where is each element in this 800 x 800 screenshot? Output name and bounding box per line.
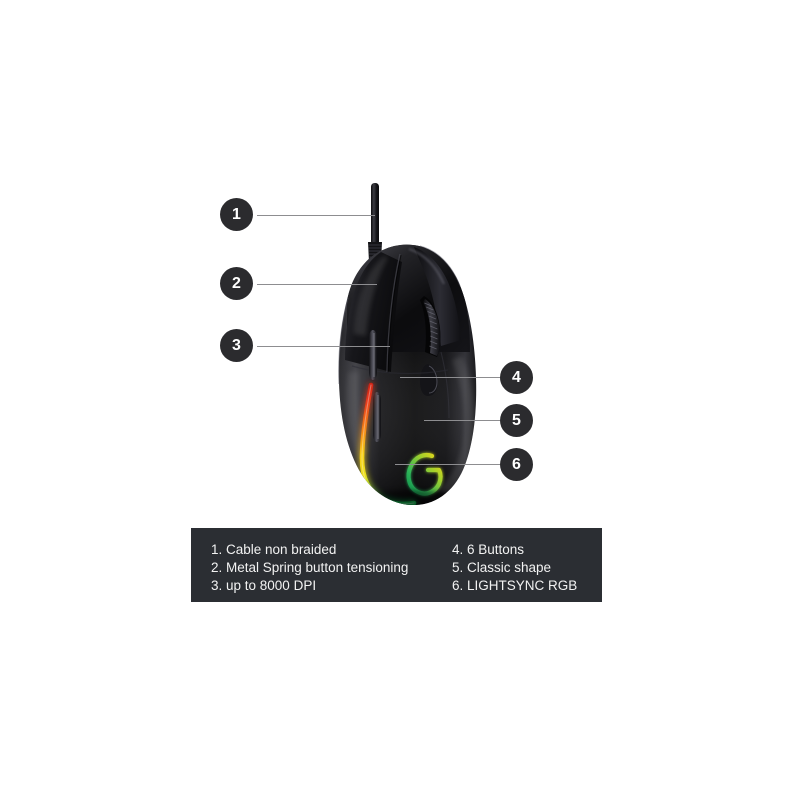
leader-line-6 (395, 464, 500, 465)
callout-badge-3[interactable]: 3 (220, 329, 253, 362)
leader-line-5 (424, 420, 500, 421)
legend-item-2: 2. Metal Spring button tensioning (211, 560, 409, 575)
legend-item-3: 3. up to 8000 DPI (211, 578, 317, 593)
leader-line-1 (257, 215, 375, 216)
callout-badge-5[interactable]: 5 (500, 404, 533, 437)
rgb-lightsync-strip (359, 382, 417, 506)
dpi-button (420, 364, 438, 396)
legend-item-5: 5. Classic shape (452, 560, 552, 575)
logitech-g-logo (406, 452, 443, 496)
callout-badge-6[interactable]: 6 (500, 448, 533, 481)
scroll-wheel (423, 299, 441, 356)
legend-item-1: 1. Cable non braided (211, 542, 337, 557)
leader-line-2 (257, 284, 377, 285)
legend-column-left: 1. Cable non braided 2. Metal Spring but… (211, 541, 408, 595)
callout-badge-1[interactable]: 1 (220, 198, 253, 231)
legend-item-6: 6. LIGHTSYNC RGB (452, 578, 578, 593)
legend-item-4: 4. 6 Buttons (452, 542, 525, 557)
callout-badge-4[interactable]: 4 (500, 361, 533, 394)
callout-badge-2[interactable]: 2 (220, 267, 253, 300)
leader-line-4 (400, 377, 500, 378)
feature-legend-panel: 1. Cable non braided 2. Metal Spring but… (191, 528, 602, 602)
mouse-cable (368, 183, 382, 262)
leader-line-3 (257, 346, 390, 347)
legend-column-right: 4. 6 Buttons 5. Classic shape 6. LIGHTSY… (452, 541, 577, 595)
cable-strain-relief (368, 242, 382, 262)
